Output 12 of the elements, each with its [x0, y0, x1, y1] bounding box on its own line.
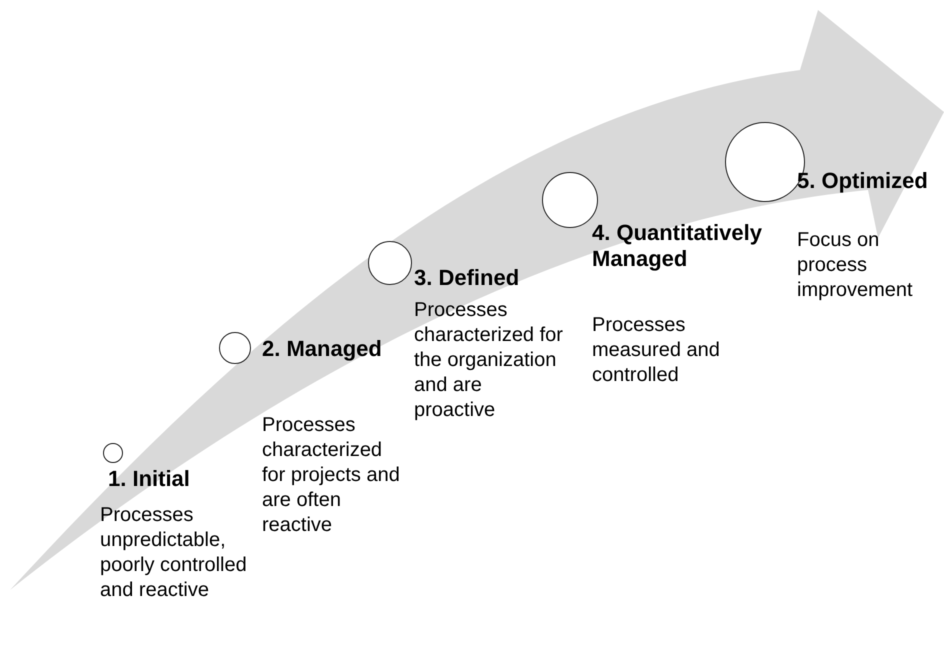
stage-description: Processes characterized for the organization and are proactive — [414, 298, 564, 423]
stage-description: Processes characterized for projects and are often reactive — [262, 413, 401, 538]
stage-title: 1. Initial — [108, 466, 191, 492]
stage-circle — [103, 443, 123, 463]
stage-title: 2. Managed — [262, 336, 382, 362]
stage-circle — [219, 332, 251, 364]
stage-title: 4. Quantitatively Managed — [592, 220, 763, 272]
stage-title: 5. Optimized — [797, 168, 929, 194]
stage-description: Processes unpredictable, poorly controlled and reactive — [100, 503, 248, 603]
stage-title: 3. Defined — [414, 265, 520, 291]
stage-description: Focus on process improvement — [797, 228, 914, 303]
stage-description: Processes measured and controlled — [592, 313, 721, 388]
